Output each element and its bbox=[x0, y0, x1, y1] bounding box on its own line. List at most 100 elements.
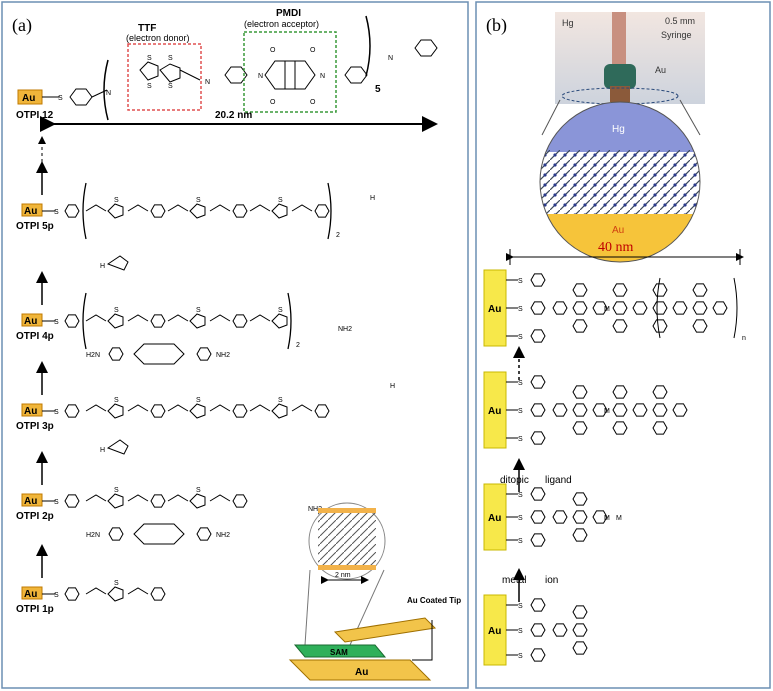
atom-s: S bbox=[54, 319, 59, 326]
phenyl-ring bbox=[530, 533, 546, 547]
ttf-ring bbox=[189, 313, 206, 329]
repeat-count: 5 bbox=[375, 84, 381, 95]
phenyl-ring bbox=[314, 404, 330, 418]
repeat-bracket bbox=[656, 277, 661, 339]
bond bbox=[291, 204, 313, 212]
repeat-bracket bbox=[82, 292, 87, 350]
phenyl-ring bbox=[196, 347, 212, 361]
phenyl-ring bbox=[530, 329, 546, 343]
atom-h: H bbox=[370, 195, 375, 202]
phenyl-ring bbox=[232, 494, 248, 508]
pmdi-core bbox=[133, 523, 185, 545]
phenyl-ring bbox=[652, 403, 668, 417]
atom-s: S bbox=[147, 83, 152, 90]
phenyl-ring bbox=[150, 587, 166, 601]
atom-s: S bbox=[278, 307, 283, 314]
metal-atom: M bbox=[604, 306, 610, 313]
phenyl-ring bbox=[108, 527, 124, 541]
atom-s: S bbox=[518, 653, 523, 660]
ttf-ring bbox=[107, 586, 124, 602]
bond bbox=[209, 314, 231, 322]
atom-nh2: NH2 bbox=[216, 352, 230, 359]
bond bbox=[291, 404, 313, 412]
atom-s: S bbox=[147, 55, 152, 62]
sam-layer bbox=[293, 644, 387, 658]
ttf-ring bbox=[106, 255, 129, 271]
syringe-label: Syringe bbox=[661, 30, 692, 40]
ttf-role: (electron donor) bbox=[126, 33, 190, 43]
ditopic-label: ditopic bbox=[500, 475, 529, 486]
ttf-ring bbox=[107, 493, 124, 509]
ttf-ring bbox=[271, 313, 288, 329]
phenyl-ring bbox=[232, 404, 248, 418]
repeat-bracket bbox=[82, 182, 87, 240]
ttf-ring bbox=[271, 203, 288, 219]
phenyl-ring bbox=[572, 421, 588, 435]
aldehyde-fragment: H bbox=[100, 255, 129, 271]
pmdi-role: (electron acceptor) bbox=[244, 19, 319, 29]
phenyl-ring bbox=[572, 385, 588, 399]
atom-s: S bbox=[196, 397, 201, 404]
phenyl-ring bbox=[592, 403, 608, 417]
atom-h: H bbox=[100, 447, 105, 454]
otpi-label: OTPI 2p bbox=[16, 511, 54, 522]
atom-s: S bbox=[168, 83, 173, 90]
metal-label: metal bbox=[502, 575, 526, 586]
tip-label: Au Coated Tip bbox=[407, 596, 461, 605]
phenyl-ring bbox=[612, 385, 628, 399]
phenyl-ring bbox=[530, 403, 546, 417]
phenyl-ring bbox=[632, 403, 648, 417]
pmdi-core bbox=[133, 343, 185, 365]
repeat-bracket bbox=[733, 277, 738, 339]
ion-label: ion bbox=[545, 575, 558, 586]
bond bbox=[85, 204, 107, 212]
atom-nh2: NH2 bbox=[308, 506, 322, 513]
atom-n: N bbox=[320, 73, 325, 80]
bond bbox=[85, 587, 107, 595]
bond bbox=[127, 494, 149, 502]
ttf-ring bbox=[107, 313, 124, 329]
atom-s: S bbox=[114, 307, 119, 314]
au-electrode bbox=[21, 586, 43, 600]
repeat-count: 2 bbox=[336, 232, 340, 239]
bond bbox=[209, 494, 231, 502]
atom-n: N bbox=[106, 90, 111, 97]
atom-s: S bbox=[518, 628, 523, 635]
phenyl-ring bbox=[232, 314, 248, 328]
phenyl-ring bbox=[572, 492, 588, 506]
phenyl-ring bbox=[652, 319, 668, 333]
phenyl-ring bbox=[530, 487, 546, 501]
phenyl-ring bbox=[64, 404, 80, 418]
phenyl-ring bbox=[64, 314, 80, 328]
zoom-hg-label: Hg bbox=[612, 124, 625, 135]
otpi-12-structure: Au S N TTF (electron donor) S S S S N PM… bbox=[16, 8, 438, 180]
atom-s: S bbox=[54, 409, 59, 416]
phenyl-ring bbox=[572, 319, 588, 333]
ttf-ring bbox=[107, 403, 124, 419]
atom-h: H bbox=[390, 383, 395, 390]
substrate-label: Au bbox=[355, 667, 368, 678]
au-label: Au bbox=[488, 513, 501, 524]
junction-inset: 2 nm Au SAM Au Coated Tip bbox=[288, 502, 461, 681]
bond bbox=[85, 494, 107, 502]
atom-s: S bbox=[196, 487, 201, 494]
otpi-12-label: OTPI 12 bbox=[16, 110, 54, 121]
phenyl-ring bbox=[530, 648, 546, 662]
ttf-ring bbox=[189, 403, 206, 419]
atom-s: S bbox=[54, 209, 59, 216]
repeat-bracket bbox=[287, 292, 292, 350]
pmdi-label: PMDI bbox=[276, 8, 301, 19]
phenyl-ring bbox=[530, 598, 546, 612]
atom-s: S bbox=[54, 499, 59, 506]
phenyl-ring bbox=[632, 301, 648, 315]
repeat-bracket bbox=[327, 182, 332, 240]
atom-o: O bbox=[270, 99, 276, 106]
au-ellipse bbox=[561, 87, 679, 105]
